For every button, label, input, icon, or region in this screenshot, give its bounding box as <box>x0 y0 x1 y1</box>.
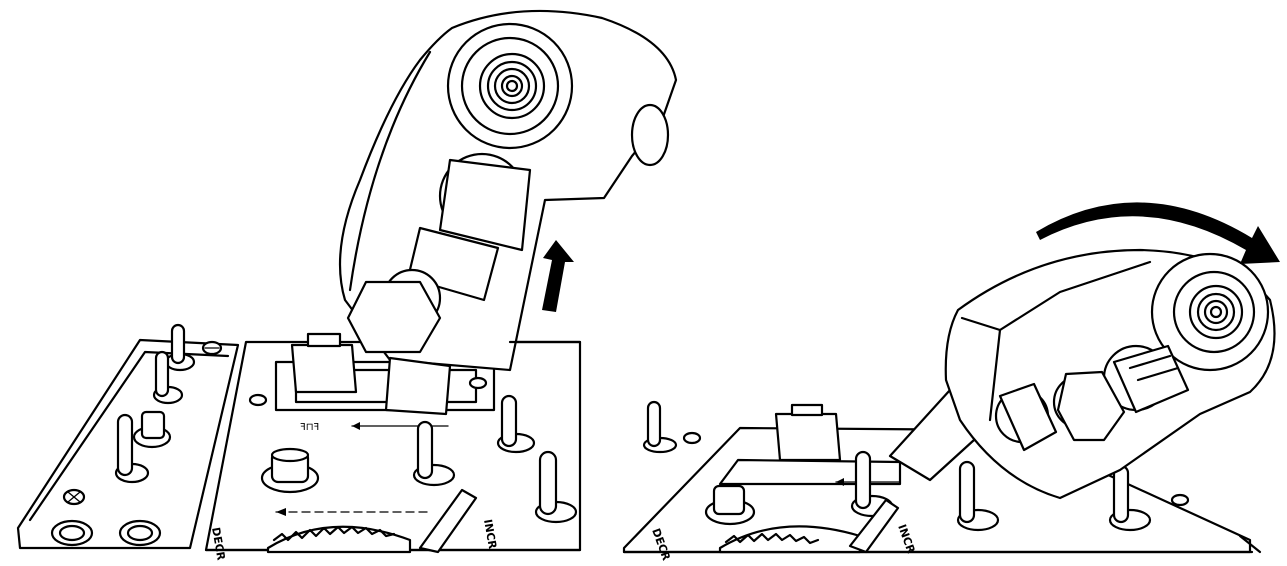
lever-guide-block <box>290 332 358 394</box>
side-button <box>994 382 1058 452</box>
base-toggle-switch <box>534 450 578 524</box>
left-panel: ꟻ⊓ꟻ <box>16 9 678 562</box>
trim-wheel <box>266 525 412 554</box>
reverse-marking: ꟻ⊓ꟻ <box>300 422 319 433</box>
throttle-handle-rotated <box>888 248 1276 500</box>
left-side-plate <box>16 323 240 550</box>
right-base-plate: DECR INCR <box>622 400 1262 563</box>
flap-lever <box>418 488 478 554</box>
base-button <box>260 447 320 494</box>
base-toggle-switch <box>850 450 894 518</box>
lower-button <box>346 268 442 354</box>
lever-guide-block <box>774 403 842 462</box>
base-toggle-switch <box>496 394 536 454</box>
screw-icon <box>62 488 86 506</box>
side-toggle-switch <box>114 413 150 484</box>
base-button <box>704 484 756 526</box>
base-toggle-switch <box>412 420 456 487</box>
decr-label: DECR <box>209 526 228 561</box>
right-panel: DECR INCR <box>622 202 1280 563</box>
throttle-handle-lifted <box>338 9 678 416</box>
flap-lever <box>848 498 900 554</box>
left-base-plate: ꟻ⊓ꟻ <box>204 332 582 562</box>
side-toggle-switch <box>164 323 196 372</box>
side-toggle-switch <box>152 350 184 405</box>
lower-button <box>1052 370 1126 442</box>
hat-switch <box>406 152 532 302</box>
arrow-up-icon <box>542 240 574 312</box>
rotary-knob <box>446 22 574 150</box>
side-button <box>132 410 172 449</box>
curved-arrow-right-icon <box>1036 202 1280 264</box>
base-toggle-switch <box>642 400 678 454</box>
base-toggle-switch <box>956 460 1000 532</box>
incr-label: INCR <box>481 518 499 550</box>
hat-switch <box>1102 344 1190 414</box>
rotary-knob <box>1150 252 1270 372</box>
screw-icon <box>201 340 223 356</box>
